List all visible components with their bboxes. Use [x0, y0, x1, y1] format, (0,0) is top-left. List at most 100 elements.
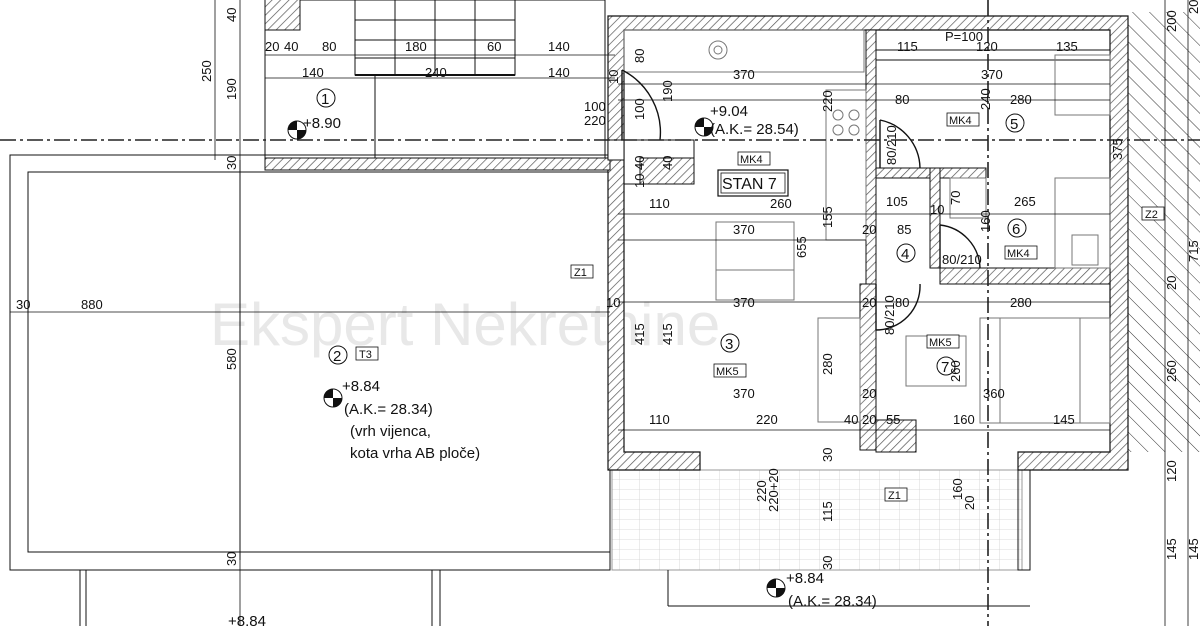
dimension-lines [10, 0, 1189, 626]
dim: 265 [1014, 194, 1036, 209]
elevation-cut: +8.84 [228, 613, 266, 626]
dim: P=100 [945, 29, 983, 44]
room-1-number: 1 [321, 91, 329, 108]
dim: 360 [983, 386, 1005, 401]
dim: 40 [844, 412, 858, 427]
dim: 60 [487, 39, 501, 54]
dim: 160 [978, 210, 993, 232]
dim: 100 [632, 98, 647, 120]
dim: 280 [1010, 295, 1032, 310]
elevation-flat: +9.04 [710, 103, 748, 120]
dim: 80/210 [942, 252, 982, 267]
dim: 105 [886, 194, 908, 209]
dim: 80/210 [882, 295, 897, 335]
doors [621, 69, 981, 331]
dim: 110 [649, 196, 670, 211]
mk4-room5-tag: MK4 [949, 115, 972, 127]
dim: 135 [1056, 39, 1078, 54]
dim: 145 [1053, 412, 1075, 427]
elevation-flat-ak: (A.K.= 28.54) [710, 121, 799, 138]
dim: 220 [820, 90, 835, 112]
dim: 145 [1164, 538, 1179, 560]
dim: 375 [1110, 138, 1125, 160]
dim: 415 [660, 323, 675, 345]
room-2-marker [328, 345, 348, 365]
dim: 370 [733, 295, 755, 310]
elevation-terrace-note-1: (vrh vijenca, [350, 423, 431, 440]
apartment-walls [264, 15, 1129, 471]
dim: 30 [224, 156, 239, 170]
dim: 260 [1164, 360, 1179, 382]
dim: 220 [756, 412, 778, 427]
room-5-marker [1005, 113, 1025, 133]
elevation-bottom: +8.84 [786, 570, 824, 587]
dim: 115 [820, 501, 835, 522]
elevation-terrace-note-2: kota vrha AB ploče) [350, 445, 480, 462]
dim: 85 [897, 222, 911, 237]
dim: 70 [948, 191, 963, 205]
dim: 30 [224, 552, 239, 566]
dim: 240 [978, 88, 993, 110]
room-3-marker [720, 333, 740, 353]
balcony [611, 469, 1031, 607]
elevation-terrace-ak: (A.K.= 28.34) [344, 401, 433, 418]
dim: 180 [405, 39, 427, 54]
dim: 190 [224, 78, 239, 100]
z2-right-tag: Z2 [1145, 209, 1158, 221]
dim: 10 [632, 174, 647, 188]
dim: 370 [733, 67, 755, 82]
mk5-room7-tag: MK5 [929, 337, 952, 349]
dim: 20 [265, 39, 279, 54]
dim: 655 [794, 236, 809, 258]
dim: 280 [1010, 92, 1032, 107]
dim: 80 [895, 295, 909, 310]
dim: 30 [820, 448, 835, 462]
room-7-marker [936, 356, 956, 376]
dim: 155 [820, 206, 835, 228]
dim: 415 [632, 323, 647, 345]
dim: 715 [1186, 240, 1200, 262]
room-markers [316, 88, 1027, 376]
room-2-number: 2 [333, 348, 341, 365]
apartment-label: STAN 7 [722, 176, 777, 193]
dim: 30 [820, 556, 835, 570]
vertical-dimension-labels: 250 190 40 30 580 30 80 190 100 220 10 2… [199, 0, 1200, 570]
dim: 140 [548, 39, 570, 54]
elevation-symbols [287, 117, 786, 598]
z1-left-tag: Z1 [574, 267, 587, 279]
dim: 30 [16, 297, 30, 312]
dim: 580 [224, 348, 239, 370]
dim: 190 [660, 80, 675, 102]
dim: 20 [962, 496, 977, 510]
dim: 55 [886, 412, 900, 427]
dim: 20 [862, 412, 876, 427]
elevation-bottom-ak: (A.K.= 28.34) [788, 593, 877, 610]
room-3-number: 3 [725, 336, 733, 353]
dim: 80 [322, 39, 336, 54]
dim: 160 [950, 478, 965, 500]
room-6-marker [1007, 218, 1027, 238]
dimension-labels: 20 40 80 180 60 140 140 240 140 880 30 3… [16, 29, 1078, 427]
dim: 200 [1164, 10, 1179, 32]
dim: 20 [862, 222, 876, 237]
dim: 370 [733, 386, 755, 401]
dim: 160 [953, 412, 975, 427]
dim: 20 [862, 386, 876, 401]
dim: 140 [302, 65, 324, 80]
dim: 80 [632, 49, 647, 63]
room-6-number: 6 [1012, 221, 1020, 238]
dim: 220+20 [766, 468, 781, 512]
dim: 40 [660, 156, 675, 170]
apartment-label-box [717, 169, 789, 197]
dim: 40 [632, 156, 647, 170]
dim: 20 [1164, 276, 1179, 290]
t3-tag: T3 [359, 349, 372, 361]
dim: 370 [981, 67, 1003, 82]
dim: 10 [930, 202, 944, 217]
room-7-number: 7 [941, 359, 949, 376]
dim: 100 [584, 99, 606, 114]
dim: 260 [770, 196, 792, 211]
dim: 20 [1186, 0, 1200, 14]
